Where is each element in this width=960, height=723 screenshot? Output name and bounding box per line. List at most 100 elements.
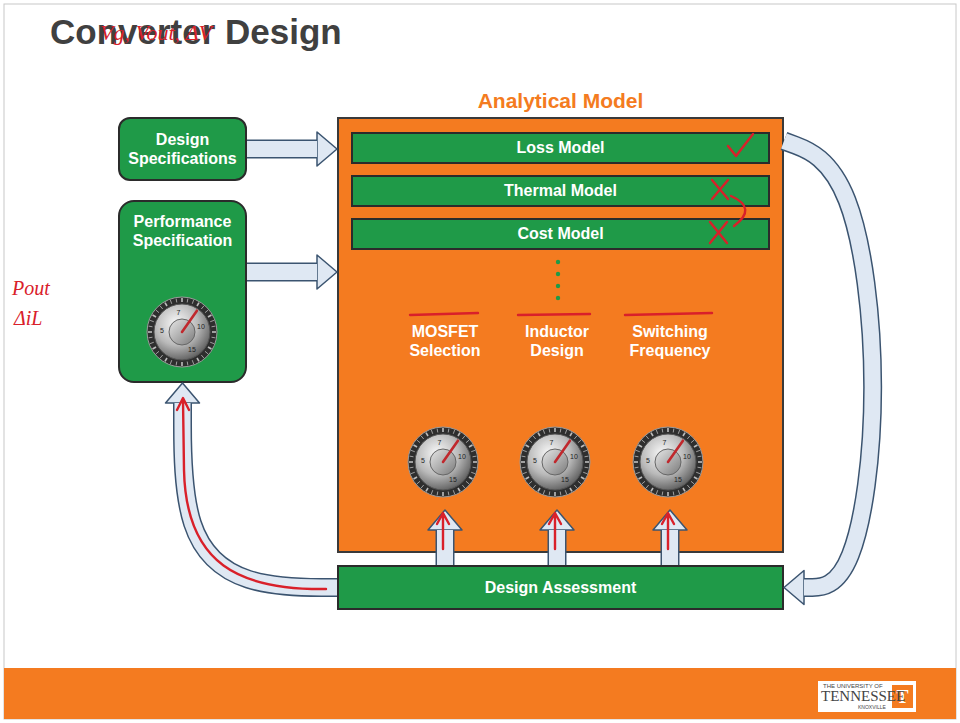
dial-face [154,304,210,360]
label-wrap: 5 [646,457,650,464]
dial-tick [543,490,544,494]
dial-tick [570,488,572,491]
dial-number: 10 [683,452,691,459]
dial-tick [156,351,159,354]
label-wrap: KNOXVILLE [858,705,886,710]
dial-tick [635,467,639,469]
dial-tick [150,342,154,343]
dial-tick [421,436,424,439]
arrow-outline [183,403,338,588]
dial-tick [410,456,414,458]
label-wrap: 5 [533,457,537,464]
dial-tick [696,450,700,451]
red-arrow [177,398,326,589]
dial-tick [466,481,469,484]
dial-tick [462,485,465,488]
node-label: Design Specifications [126,130,239,168]
logo-text: KNOXVILLE [858,705,886,710]
dial-tick [565,490,566,494]
cross-mark [712,180,728,199]
node-label: Thermal Model [504,181,617,200]
dial-tick [673,492,675,496]
node-label: Design Assessment [485,578,636,597]
ellipsis-dot [556,284,560,288]
red-arrow [437,513,449,549]
slide-frame [4,4,956,719]
panel-heading: Analytical Model [339,88,782,113]
dial-number: 15 [188,346,196,353]
arrow-body [784,141,873,588]
block-arrow [247,255,337,289]
model-bar: Loss Model [351,132,770,164]
label-wrap: 5 [160,327,164,334]
dial-tick [554,492,556,496]
dial-tick [160,306,163,309]
arrow-head [317,132,337,166]
dial-number: 7 [663,439,667,446]
dial-needle [182,311,197,332]
handwritten-note: ΔiL [14,308,42,328]
dial-tick [691,440,694,443]
dial-tick [538,433,540,436]
dial-tick [153,347,156,349]
dial-tick [205,310,208,313]
node-label: Performance Specification [126,212,239,250]
label-wrap: 10 [197,322,205,329]
dial-tick [187,299,189,303]
label-wrap: 15 [449,476,457,483]
dial-face [415,434,471,490]
dial-tick [150,320,154,321]
dial-tick [529,440,532,443]
dial-tick [210,320,214,321]
dial-tick [583,472,587,473]
dial-tick [667,428,669,432]
arrow-outline [247,140,317,159]
label-wrap: 7 [438,439,442,446]
dial-tick [549,492,551,496]
dial-tick [431,490,432,494]
red-arrow [549,513,561,549]
dial-tick [646,436,649,439]
dial-number: 15 [561,476,569,483]
dial-tick [473,461,477,463]
dial-number: 5 [421,457,425,464]
dial-tick [437,492,439,496]
dial-tick [170,300,171,304]
dial-tick [678,490,679,494]
arrow-body [247,264,317,280]
dial-tick [187,362,189,366]
handwritten-note: Vg, Vout, ΔV [100,22,212,44]
block-arrow [247,132,337,166]
dial-tick [656,490,657,494]
dial-tick [197,303,199,306]
dial-needle [668,441,683,462]
label-wrap: Pout [12,278,50,298]
label-wrap: 10 [683,452,691,459]
dial-tick [642,481,645,484]
dial-tick [696,472,700,473]
dial-tick [426,433,428,436]
red-arrow [662,513,674,549]
block-arrow [653,510,687,565]
dial-ring [520,427,590,497]
dial-tick [634,461,638,463]
dial-tick [426,488,428,491]
dial-number: 10 [458,452,466,459]
dial-tick [212,326,216,328]
dial-tick [212,337,216,339]
dial-tick [442,492,444,496]
dial-tick [165,303,167,306]
model-bar: Cost Model [351,218,770,250]
red-annotations [177,134,753,589]
dial-tick [636,450,640,451]
dial-tick [574,485,577,488]
arrow-outline [436,530,455,565]
dial-tick [208,315,211,317]
label-wrap: TENNESSEE [821,689,905,704]
knob-dial [408,427,478,497]
dial-tick [662,429,664,433]
ellipsis-dot [556,260,560,264]
dial-tick [411,472,415,473]
node-label: Cost Model [517,224,603,243]
node-label: Inductor Design [504,322,610,360]
